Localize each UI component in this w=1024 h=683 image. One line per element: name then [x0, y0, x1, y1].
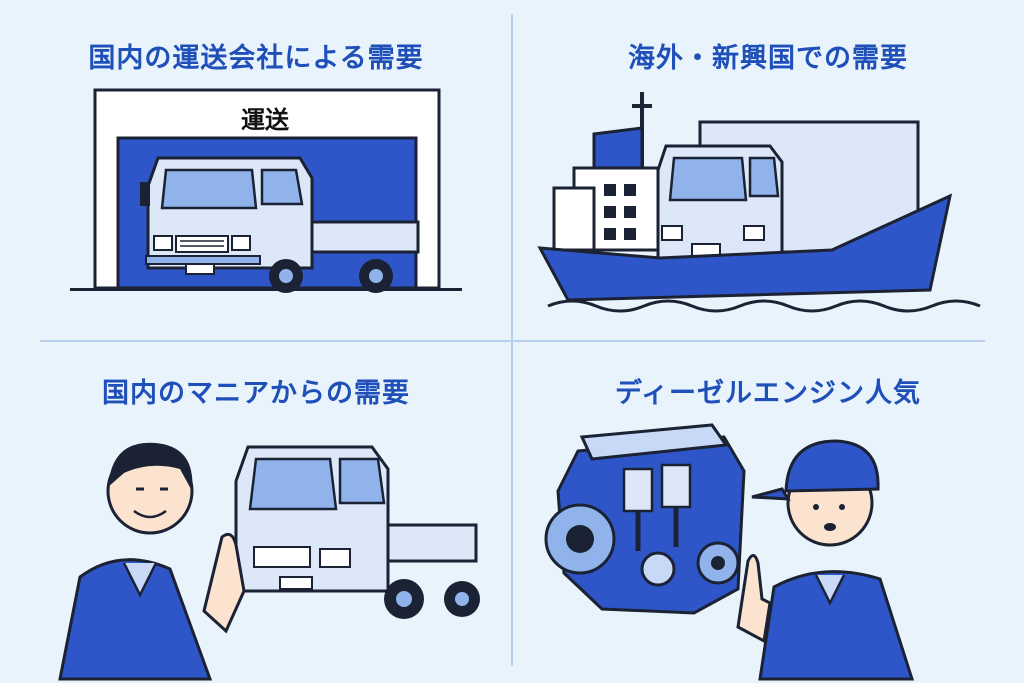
panel-overseas-demand: 海外・新興国での需要	[512, 0, 1024, 341]
panel-title: 海外・新興国での需要	[628, 43, 908, 74]
panel-diesel-engine: ディーゼルエンジン人気	[512, 341, 1024, 682]
panel-title: 国内の運送会社による需要	[88, 43, 424, 74]
panel-domestic-transport: 国内の運送会社による需要	[0, 0, 512, 341]
cargo-ship-truck-icon	[537, 92, 981, 313]
panel-title: 国内のマニアからの需要	[102, 378, 410, 409]
panel-title: ディーゼルエンジン人気	[614, 378, 922, 409]
panel-enthusiast-demand: 国内のマニアからの需要	[0, 341, 512, 682]
garage-sign: 運送	[241, 106, 289, 134]
truck-garage-icon	[70, 88, 462, 293]
horizontal-divider	[40, 340, 985, 342]
truck-enthusiast-icon	[58, 442, 480, 681]
diesel-engine-mechanic-icon	[544, 423, 915, 681]
